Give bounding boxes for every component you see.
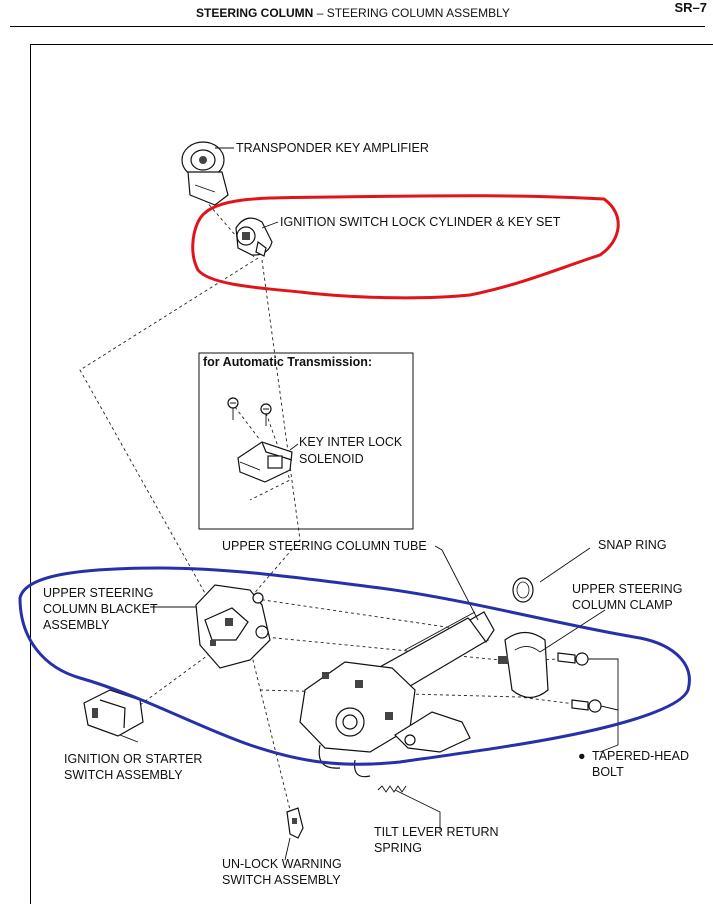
transponder-key-amplifier-part	[181, 141, 229, 206]
header-section: STEERING COLUMN	[196, 6, 314, 20]
blue-highlight-outline	[18, 566, 691, 766]
label-bracket-1: UPPER STEERING	[43, 586, 153, 600]
key-interlock-solenoid-part	[237, 441, 293, 483]
header-separator: –	[316, 6, 324, 20]
label-transponder: TRANSPONDER KEY AMPLIFIER	[236, 141, 429, 155]
label-ignition-starter-2: SWITCH ASSEMBLY	[64, 768, 183, 782]
label-bracket-2: COLUMN BLACKET	[43, 602, 158, 616]
label-tilt-1: TILT LEVER RETURN	[374, 825, 499, 839]
inset-title: for Automatic Transmission:	[203, 355, 372, 369]
column-bracket-assembly-part	[195, 584, 271, 669]
column-clamp-part	[498, 631, 549, 699]
screw-icon	[227, 397, 239, 420]
label-unlock-2: SWITCH ASSEMBLY	[222, 873, 341, 887]
automatic-transmission-inset	[198, 352, 414, 530]
label-key-interlock-2: SOLENOID	[299, 452, 364, 466]
label-tapered-1: TAPERED-HEAD	[592, 749, 689, 763]
label-ignition-starter-1: IGNITION OR STARTER	[64, 752, 202, 766]
label-bracket-3: ASSEMBLY	[43, 618, 110, 632]
label-ignition-lock: IGNITION SWITCH LOCK CYLINDER & KEY SET	[280, 215, 561, 229]
page-header-title: STEERING COLUMN – STEERING COLUMN ASSEMB…	[196, 6, 510, 20]
label-snap-ring: SNAP RING	[598, 538, 667, 552]
tapered-marker-icon: ●	[578, 749, 586, 763]
tilt-lever-spring-part	[377, 785, 407, 793]
tapered-head-bolt-icon	[571, 699, 602, 713]
label-tapered-2: BOLT	[592, 765, 624, 779]
ignition-starter-switch-part	[83, 689, 144, 737]
label-key-interlock-1: KEY INTER LOCK	[299, 435, 403, 449]
page-number: SR–7	[674, 0, 707, 15]
snap-ring-part	[512, 577, 534, 603]
diagram-frame	[30, 44, 713, 904]
leader-lines	[119, 147, 606, 861]
tapered-head-bolt-icon	[557, 652, 589, 666]
label-clamp-1: UPPER STEERING	[572, 582, 682, 596]
label-unlock-1: UN-LOCK WARNING	[222, 857, 342, 871]
header-rule	[10, 26, 705, 27]
label-clamp-2: COLUMN CLAMP	[572, 598, 673, 612]
red-highlight-outline	[191, 194, 620, 300]
header-subsection: STEERING COLUMN ASSEMBLY	[326, 6, 510, 20]
ignition-lock-cylinder-part	[235, 217, 273, 257]
label-upper-tube: UPPER STEERING COLUMN TUBE	[222, 539, 427, 553]
screw-icon	[260, 403, 272, 426]
unlock-warning-switch-part	[286, 807, 304, 839]
label-tilt-2: SPRING	[374, 841, 422, 855]
steering-column-tube-part	[299, 611, 495, 778]
